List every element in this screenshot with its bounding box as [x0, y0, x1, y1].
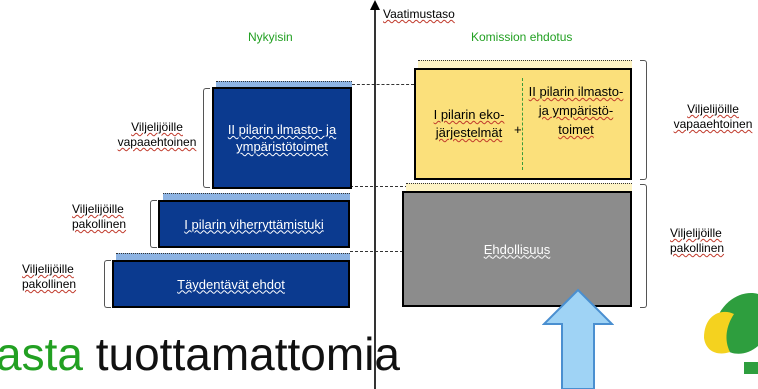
heading-current: Nykyisin [248, 30, 293, 44]
bracket-left-bottom [104, 260, 111, 308]
label-left-top: Viljelijöille vapaaehtoinen [117, 120, 197, 149]
box-pillar1-greening-label: I pilarin viherryttämistuki [184, 216, 324, 232]
yellow-left-label: I pilarin eko-järjestelmät [433, 107, 505, 140]
level-line-low [350, 251, 408, 252]
yellow-divider [522, 78, 523, 170]
grey-shadow [406, 183, 632, 193]
bracket-right-top [640, 60, 647, 180]
label-left-mid: Viljelijöille pakollinen [72, 202, 127, 231]
box-conditionality: Ehdollisuus [402, 191, 632, 307]
shadow-top [216, 81, 352, 90]
label-left-bottom: Viljelijöille pakollinen [22, 262, 77, 291]
bracket-left-top [203, 88, 210, 188]
box-cross-compliance-label: Täydentävät ehdot [177, 276, 285, 292]
label-right-top: Viljelijöille vapaaehtoinen [673, 102, 753, 131]
yellow-right-label: II pilarin ilmasto- ja ympäristö-toimet [528, 84, 624, 137]
axis-label: Vaatimustaso [383, 7, 455, 21]
logo-icon [704, 293, 758, 374]
shadow-bottom [116, 253, 350, 262]
vertical-axis-arrow [370, 0, 380, 389]
heading-proposal: Komission ehdotus [471, 30, 573, 44]
plus-sign: + [514, 122, 522, 137]
bracket-left-mid [150, 200, 157, 248]
yellow-shadow [418, 60, 632, 70]
label-right-bottom: Viljelijöille pakollinen [670, 226, 725, 255]
box-pillar2-climate-label: II pilarin ilmasto- ja ympäristötoimet [227, 122, 337, 154]
level-line-top [352, 84, 414, 85]
box-cross-compliance: Täydentävät ehdot [112, 260, 350, 308]
shadow-mid [163, 193, 350, 202]
bottom-text-green: asta [0, 328, 83, 380]
up-arrow-icon [542, 288, 614, 389]
box-conditionality-label: Ehdollisuus [483, 241, 551, 257]
box-eco-schemes: I pilarin eko-järjestelmät + II pilarin … [414, 68, 632, 180]
box-pillar1-greening: I pilarin viherryttämistuki [158, 200, 350, 248]
box-pillar2-climate: II pilarin ilmasto- ja ympäristötoimet [212, 87, 352, 189]
level-line-mid [350, 186, 408, 187]
bracket-right-bottom [640, 184, 647, 308]
bottom-text-black: tuottamattomia [95, 328, 400, 380]
bottom-text: asta tuottamattomia [0, 326, 400, 382]
